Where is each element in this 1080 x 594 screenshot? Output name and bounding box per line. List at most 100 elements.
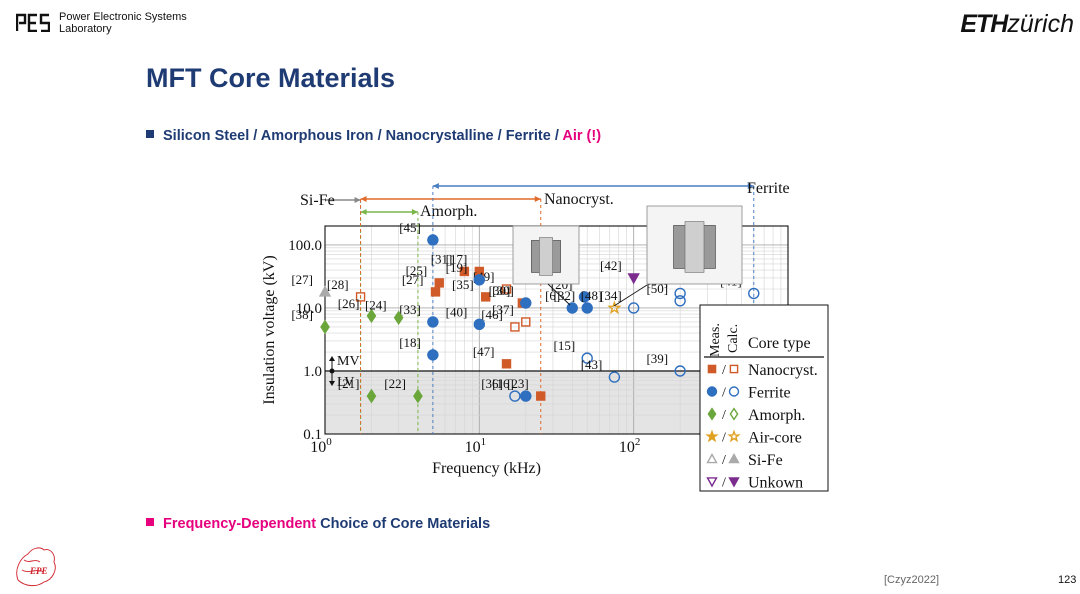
epe-logo-icon: EPE xyxy=(16,547,56,587)
photo-1-pointer xyxy=(547,283,571,306)
point-ferrite xyxy=(674,295,686,307)
legend-box xyxy=(699,304,829,492)
legend-entry-label: Ferrite xyxy=(748,385,791,402)
point-ferrite xyxy=(509,390,521,402)
legend-marker-calc xyxy=(728,477,740,488)
bullet-materials-text: Silicon Steel / Amorphous Iron / Nanocry… xyxy=(163,128,563,144)
point-ferrite xyxy=(473,318,486,331)
point-label: [34] xyxy=(600,288,622,303)
eth-logo-rest: zürich xyxy=(1007,10,1074,38)
point-label: [37] xyxy=(492,302,514,317)
x-axis-label: Frequency (kHz) xyxy=(432,460,541,477)
svg-text:EPE: EPE xyxy=(29,566,48,576)
y-tick-label: 1.0 xyxy=(303,364,322,380)
org-name-line1: Power Electronic Systems xyxy=(59,11,187,23)
x-tick-exponent: 0 xyxy=(326,436,332,448)
legend-marker-calc xyxy=(729,407,739,421)
point-nanocryst xyxy=(481,292,491,302)
point-label: [25] xyxy=(406,263,428,278)
point-label: [38] xyxy=(291,307,313,322)
legend-marker-meas xyxy=(706,453,718,464)
point-nanocryst xyxy=(459,266,470,277)
legend-entry-label: Air-core xyxy=(748,430,802,447)
point-label: [21] xyxy=(338,376,360,391)
point-label: [24] xyxy=(365,298,387,313)
org-name: Power Electronic Systems Laboratory xyxy=(59,11,187,35)
point-label: [19] xyxy=(446,260,468,275)
range-label: Si-Fe xyxy=(300,192,335,209)
point-label: [18] xyxy=(399,335,421,350)
point-label: [50] xyxy=(646,281,668,296)
transformer-photo-2-winding xyxy=(684,221,705,273)
point-ferrite xyxy=(581,352,593,364)
legend-marker-meas xyxy=(707,407,717,421)
legend-entry-label: Nanocryst. xyxy=(748,362,818,379)
bullet-marker-icon xyxy=(146,130,154,138)
range-arrowhead xyxy=(411,209,418,215)
lv-label: LV xyxy=(337,375,354,390)
point-label: [31] xyxy=(431,251,453,266)
point-label: [30] xyxy=(492,283,514,298)
legend-slash: / xyxy=(722,408,726,423)
point-label: [42] xyxy=(600,258,622,273)
legend-entry-label: Amorph. xyxy=(748,407,805,424)
point-nanocryst xyxy=(521,317,531,327)
point-label: [23] xyxy=(507,376,529,391)
point-label: [22] xyxy=(384,376,406,391)
legend-marker-meas xyxy=(705,429,719,443)
point-label: [43] xyxy=(581,357,603,372)
point-amorph xyxy=(413,388,423,404)
page-number: 123 xyxy=(1058,574,1077,586)
point-amorph xyxy=(366,388,377,404)
legend-marker-calc xyxy=(728,453,740,464)
range-label: Nanocryst. xyxy=(544,191,614,208)
legend-marker-calc xyxy=(727,429,741,443)
point-ferrite xyxy=(674,287,686,300)
y-axis-label: Insulation voltage (kV) xyxy=(261,255,278,404)
y-tick-label: 0.1 xyxy=(303,427,322,443)
point-ferrite xyxy=(427,316,439,328)
bullet-frequency-rest: Choice of Core Materials xyxy=(316,516,491,532)
eth-logo-bold: ETH xyxy=(960,10,1008,38)
y-tick-label: 10.0 xyxy=(296,301,322,317)
y-tick-label: 100.0 xyxy=(288,238,322,254)
bullet-air-text: Air (!) xyxy=(562,128,602,144)
legend-slash: / xyxy=(722,386,726,401)
point-ferrite xyxy=(520,390,532,402)
point-label: [48] xyxy=(581,288,603,303)
bullet-marker-icon xyxy=(146,518,154,526)
legend-marker-calc xyxy=(728,386,740,397)
point-nanocryst xyxy=(430,287,441,297)
range-arrowhead xyxy=(432,183,439,189)
point-nanocryst xyxy=(501,284,512,294)
bullet-frequency: Frequency-Dependent Choice of Core Mater… xyxy=(146,516,490,532)
point-ferrite xyxy=(674,365,686,377)
legend-marker-calc xyxy=(729,364,739,374)
point-nanocryst xyxy=(501,359,512,369)
range-label: Ferrite xyxy=(747,180,790,197)
point-label: [30] xyxy=(489,283,511,298)
point-label: [33] xyxy=(399,302,421,317)
point-label: [32] xyxy=(554,288,576,303)
point-ferrite xyxy=(578,291,591,303)
point-sife xyxy=(318,285,332,297)
legend-marker-meas xyxy=(706,386,718,397)
point-label: [28] xyxy=(327,277,349,292)
point-ferrite xyxy=(566,302,578,314)
reference-label: [Czyz2022] xyxy=(884,574,940,586)
range-label: Amorph. xyxy=(420,203,477,220)
legend-slash: / xyxy=(722,363,726,378)
org-name-line2: Laboratory xyxy=(59,23,112,35)
point-ferrite xyxy=(427,349,439,361)
bullet-frequency-pink: Frequency-Dependent xyxy=(163,516,317,532)
legend-header-type: Core type xyxy=(748,335,811,352)
point-amorph xyxy=(393,310,404,326)
point-ferrite xyxy=(581,302,593,314)
point-nanocryst xyxy=(434,278,444,288)
pes-logo-icon xyxy=(16,13,50,32)
point-label: [35] xyxy=(452,277,474,292)
point-ferrite xyxy=(473,274,486,286)
range-arrowhead xyxy=(360,209,367,215)
point-label: [47] xyxy=(473,344,495,359)
